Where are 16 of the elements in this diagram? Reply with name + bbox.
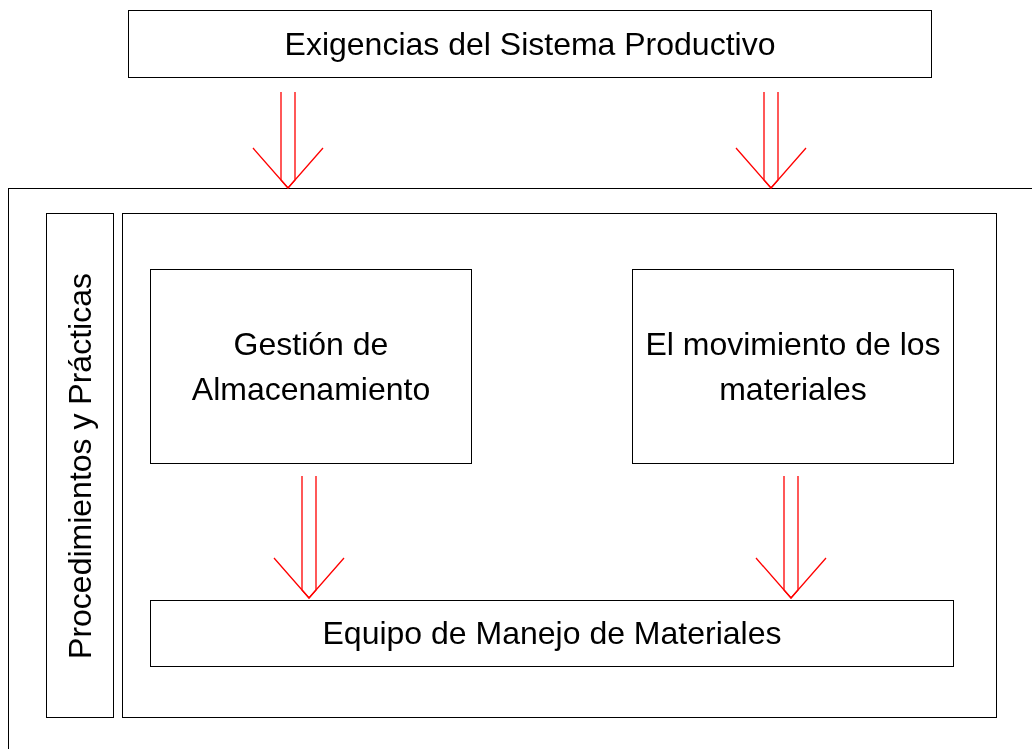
double-arrow (252, 91, 324, 189)
process-box (150, 600, 954, 667)
process-box (632, 269, 954, 464)
process-box (128, 10, 932, 78)
box-label: Procedimientos y Prácticas (60, 272, 99, 659)
box-label: Exigencias del Sistema Productivo (283, 24, 777, 64)
group-frame (122, 213, 997, 718)
double-arrow (273, 475, 345, 599)
box-label: El movimiento de los materiales (644, 324, 942, 409)
box-label: Gestión de Almacenamiento (190, 324, 432, 409)
process-box (150, 269, 472, 464)
side-band (46, 213, 114, 718)
group-frame (8, 188, 1032, 749)
double-arrow (755, 475, 827, 599)
double-arrow (735, 91, 807, 189)
box-label: Equipo de Manejo de Materiales (321, 614, 783, 654)
